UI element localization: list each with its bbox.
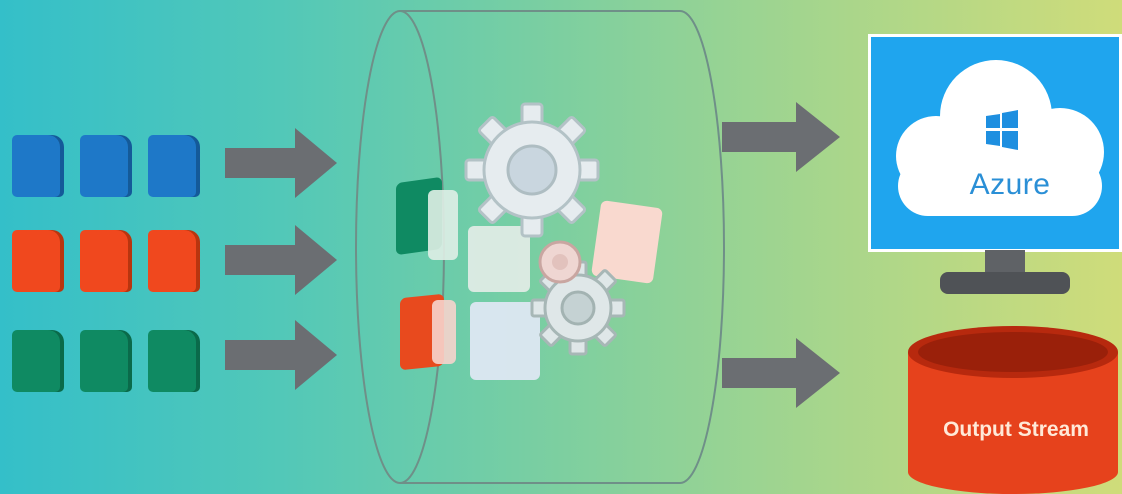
- arrow-right-icon: [225, 128, 340, 198]
- orange-document-icon: [12, 230, 60, 292]
- orange-document-icon: [148, 230, 196, 292]
- arrow-right-icon: [225, 225, 340, 295]
- azure-label: Azure: [960, 168, 1060, 202]
- blue-document-icon: [148, 135, 196, 197]
- gear-icon: [462, 100, 602, 240]
- document-icon: [428, 190, 458, 260]
- gear-icon: [530, 232, 590, 292]
- blue-document-icon: [80, 135, 128, 197]
- arrow-right-icon: [225, 320, 340, 390]
- document-icon: [432, 300, 456, 364]
- database-icon: [904, 322, 1122, 494]
- orange-document-icon: [80, 230, 128, 292]
- green-document-icon: [12, 330, 60, 392]
- monitor-stand-icon: [930, 250, 1080, 300]
- arrow-right-icon: [722, 338, 842, 408]
- green-document-icon: [80, 330, 128, 392]
- blue-document-icon: [12, 135, 60, 197]
- green-document-icon: [148, 330, 196, 392]
- windows-logo-icon: [984, 108, 1020, 152]
- output-stream-label: Output Stream: [910, 418, 1122, 442]
- arrow-right-icon: [722, 102, 842, 172]
